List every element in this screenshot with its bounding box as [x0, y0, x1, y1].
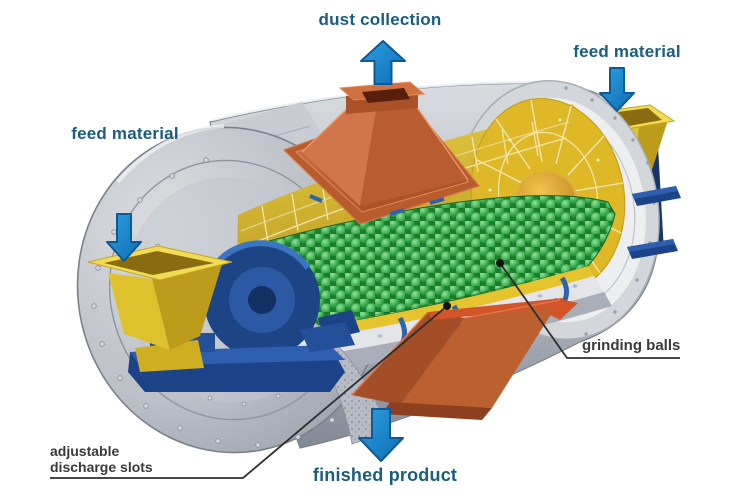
grinding-balls-leader-line	[499, 262, 680, 359]
feed-material-right-label: feed material	[573, 42, 681, 61]
feed-material-left-label: feed material	[71, 124, 179, 143]
dust-collection-hood	[282, 81, 481, 225]
feed-hopper-left	[87, 245, 233, 372]
finished-product-arrow-icon	[358, 408, 404, 462]
grinding-balls-label: grinding balls	[582, 337, 681, 354]
adjustable-discharge-slots-label: adjustable discharge slots	[50, 443, 153, 475]
dust-collection-label: dust collection	[318, 10, 442, 29]
support-brackets	[627, 186, 681, 259]
discharge-slots-leader-line	[50, 305, 448, 479]
discharge-slots-leader-dot	[443, 302, 451, 310]
dust-collection-arrow-icon	[360, 40, 406, 85]
finished-product-label: finished product	[312, 465, 458, 485]
hood-clamps	[309, 194, 445, 216]
grinding-balls-leader-dot	[496, 259, 504, 267]
feed-material-right-arrow-icon	[599, 67, 635, 112]
discharge-hopper	[351, 298, 578, 420]
hood-collar	[338, 81, 426, 114]
feed-material-left-arrow-icon	[106, 213, 142, 262]
